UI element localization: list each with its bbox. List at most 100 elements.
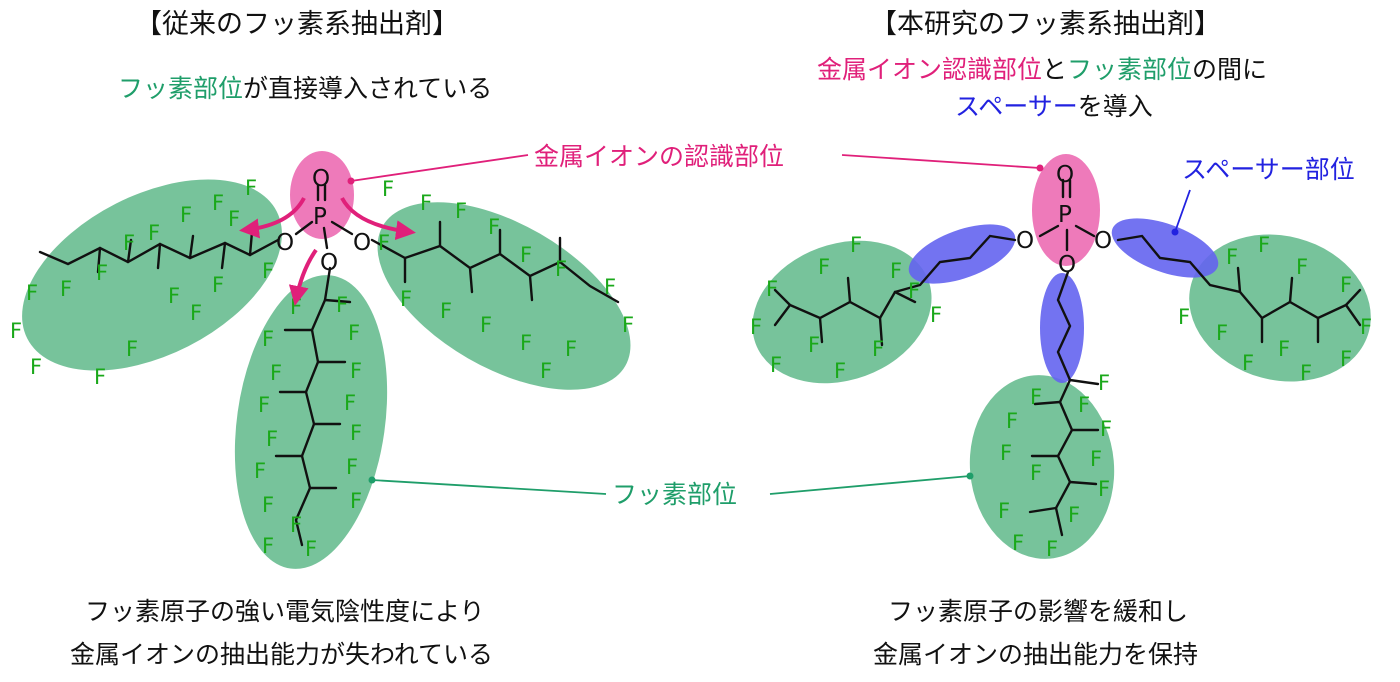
fluorine-atom: F (190, 301, 202, 325)
left-influence-arrow-left (239, 197, 306, 239)
fluorine-atom: F (344, 391, 356, 415)
right-fluorine-region-1 (752, 240, 932, 384)
leader-line-fluorine-left (371, 479, 607, 495)
fluorine-atom: F (908, 279, 920, 303)
fluorine-atom: F (998, 499, 1010, 523)
left-caption-line1: フッ素原子の強い電気陰性度により (85, 597, 485, 626)
left-phosphorus: P (313, 204, 327, 230)
right-spacer-region-3 (1040, 273, 1084, 383)
fluorine-atom: F (266, 427, 278, 451)
leader-line-recognition-left (350, 154, 529, 182)
left-recognition-region (290, 151, 354, 239)
fluorine-atom: F (1090, 447, 1102, 471)
fluorine-atom: F (378, 231, 390, 255)
fluorine-atom: F (1242, 351, 1254, 375)
fluorine-atom: F (262, 259, 274, 283)
fluorine-atom: F (346, 455, 358, 479)
fluorine-atom: F (180, 203, 192, 227)
fluorine-atom: F (26, 281, 38, 305)
fluorine-atom: F (336, 293, 348, 317)
right-molecule: O P O O O F F F F F F F F F F F F F F F … (750, 154, 1372, 561)
left-oxygen-top: O (312, 166, 330, 192)
right-oxygen-top: O (1056, 162, 1074, 188)
fluorine-atom: F (168, 284, 180, 308)
left-subtitle: フッ素部位が直接導入されている (118, 74, 492, 104)
fluorine-atom: F (228, 207, 240, 231)
fluorine-atom: F (1300, 361, 1312, 385)
fluorine-atom: F (555, 257, 567, 281)
fluorine-atom: F (305, 537, 317, 561)
left-fluorine-region-3 (234, 275, 388, 569)
right-oxygen-right: O (1094, 228, 1112, 254)
left-fluorine-atoms: F F F F F F F F F F F F F F F F F F F F … (10, 176, 634, 561)
fluorine-atom: F (1360, 315, 1372, 339)
fluorine-atom: F (60, 277, 72, 301)
right-subtitle-and: と (1042, 55, 1068, 84)
fluorine-atom: F (850, 233, 862, 257)
fluorine-atom: F (750, 315, 762, 339)
fluorine-atom: F (808, 333, 820, 357)
fluorine-atom: F (770, 353, 782, 377)
fluorine-atom: F (382, 177, 394, 201)
fluorine-atom: F (126, 337, 138, 361)
fluorine-atom: F (1098, 477, 1110, 501)
spacer-site-label: スペーサー部位 (1182, 155, 1355, 184)
right-fluorine-atoms: F F F F F F F F F F F F F F F F F F F F … (750, 233, 1372, 561)
left-fluorine-region-2 (377, 202, 631, 390)
right-subtitle-recognition: 金属イオン認識部位 (817, 55, 1043, 84)
fluorine-atom: F (262, 534, 274, 558)
fluorine-atom: F (30, 355, 42, 379)
right-recognition-region (1032, 154, 1100, 266)
fluorine-atom: F (520, 331, 532, 355)
left-influence-arrow-down (288, 248, 318, 306)
fluorine-atom: F (400, 287, 412, 311)
fluorine-atom: F (1216, 321, 1228, 345)
fluorine-atom: F (540, 359, 552, 383)
right-oxygen-bottom: O (1058, 252, 1076, 278)
left-subtitle-fluorine: フッ素部位 (118, 74, 244, 103)
fluorine-atom: F (520, 243, 532, 267)
fluorine-atom: F (455, 199, 467, 223)
right-oxygen-left: O (1016, 228, 1034, 254)
fluorine-atom: F (10, 319, 22, 343)
fluorine-atom: F (254, 459, 266, 483)
fluorine-atom: F (1296, 255, 1308, 279)
fluorine-atom: F (440, 299, 452, 323)
fluorine-atom: F (123, 231, 135, 255)
leader-line-fluorine-right (769, 475, 971, 495)
recognition-site-label: 金属イオンの認識部位 (534, 142, 784, 171)
right-phosphorus: P (1058, 202, 1072, 228)
fluorine-atom: F (1098, 371, 1110, 395)
left-influence-arrow-right (340, 197, 416, 241)
fluorine-atom: F (262, 493, 274, 517)
fluorine-atom: F (1078, 393, 1090, 417)
fluorine-atom: F (930, 303, 942, 327)
fluorine-atom: F (148, 221, 160, 245)
left-oxygen-right: O (353, 230, 371, 256)
right-caption-line2: 金属イオンの抽出能力を保持 (873, 640, 1199, 669)
right-fluorine-region-3 (969, 375, 1115, 559)
left-subtitle-rest: が直接導入されている (243, 74, 493, 103)
fluorine-atom: F (262, 327, 274, 351)
left-molecule: O P O O O F F F F F F F F F F F F F F F … (10, 151, 634, 569)
fluorine-atom: F (1030, 385, 1042, 409)
left-bonds (38, 183, 620, 547)
left-oxygen-left: O (276, 230, 294, 256)
fluorine-atom: F (1006, 409, 1018, 433)
fluorine-atom: F (818, 255, 830, 279)
fluorine-atom: F (1278, 337, 1290, 361)
fluorine-atom: F (270, 361, 282, 385)
fluorine-atom: F (212, 273, 224, 297)
fluorine-atom: F (420, 191, 432, 215)
fluorine-atom: F (480, 313, 492, 337)
fluorine-atom: F (1178, 305, 1190, 329)
fluorine-atom: F (1046, 537, 1058, 561)
fluorine-atom: F (565, 337, 577, 361)
fluorine-atom: F (604, 275, 616, 299)
right-subtitle-line1: 金属イオン認識部位とフッ素部位の間に (817, 55, 1267, 85)
left-heading: 【従来のフッ素系抽出剤】 (135, 9, 459, 40)
fluorine-atom: F (350, 421, 362, 445)
right-subtitle-introduce: を導入 (1077, 92, 1153, 121)
fluorine-atom: F (834, 359, 846, 383)
